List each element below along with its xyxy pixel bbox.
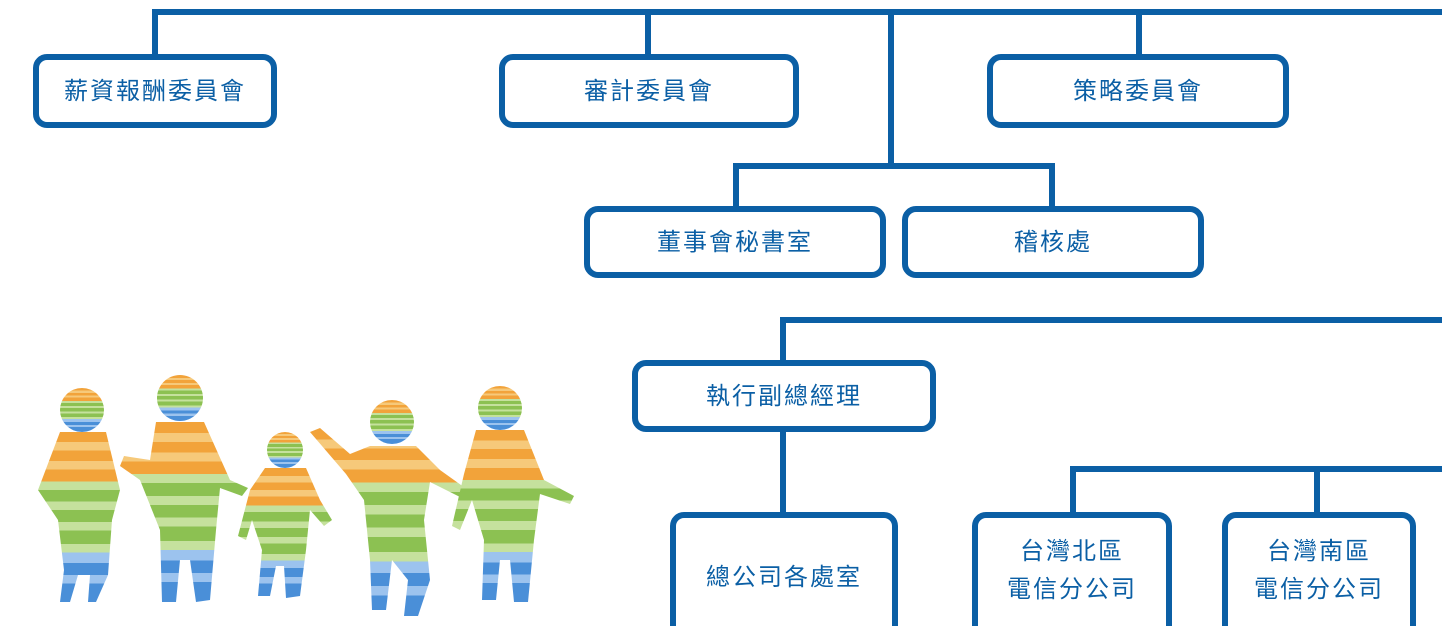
box-label: 執行副總經理 <box>706 382 862 410</box>
connector-to-evp <box>780 317 786 363</box>
box-label: 稽核處 <box>1014 228 1092 256</box>
box-north-taiwan-branch: 台灣北區 電信分公司 <box>972 512 1172 626</box>
trunk-vertical-connector <box>888 9 894 169</box>
box-label: 策略委員會 <box>1073 77 1203 105</box>
box-audit-committee: 審計委員會 <box>499 54 799 128</box>
box-label: 薪資報酬委員會 <box>64 77 246 105</box>
connector-evp-to-hq <box>780 428 786 516</box>
connector-to-audit <box>645 9 651 57</box>
connector-to-south-branch <box>1314 466 1320 516</box>
box-board-secretary-office: 董事會秘書室 <box>584 206 886 278</box>
box-label: 審計委員會 <box>584 77 714 105</box>
branch-horizontal-connector <box>1070 466 1442 472</box>
connector-to-north-branch <box>1070 466 1076 516</box>
box-label-line1: 台灣南區 <box>1267 537 1371 565</box>
box-hq-departments: 總公司各處室 <box>670 512 898 626</box>
connector-to-compensation <box>152 9 158 57</box>
connector-to-board-secretary <box>733 163 739 209</box>
box-executive-vice-president: 執行副總經理 <box>632 360 936 432</box>
staff-horizontal-connector <box>733 163 1055 169</box>
connector-to-strategy <box>1136 9 1142 57</box>
management-horizontal-connector <box>780 317 1442 323</box>
box-label-line1: 台灣北區 <box>1020 537 1124 565</box>
box-auditing-office: 稽核處 <box>902 206 1204 278</box>
box-label: 總公司各處室 <box>706 563 862 591</box>
top-horizontal-connector <box>152 9 1442 15</box>
children-silhouette-illustration <box>38 375 574 616</box>
box-label: 董事會秘書室 <box>657 228 813 256</box>
box-strategy-committee: 策略委員會 <box>987 54 1289 128</box>
box-south-taiwan-branch: 台灣南區 電信分公司 <box>1222 512 1416 626</box>
box-compensation-committee: 薪資報酬委員會 <box>33 54 277 128</box>
box-label-line2: 電信分公司 <box>1007 575 1137 603</box>
connector-to-auditing-office <box>1049 163 1055 209</box>
box-label-line2: 電信分公司 <box>1254 575 1384 603</box>
